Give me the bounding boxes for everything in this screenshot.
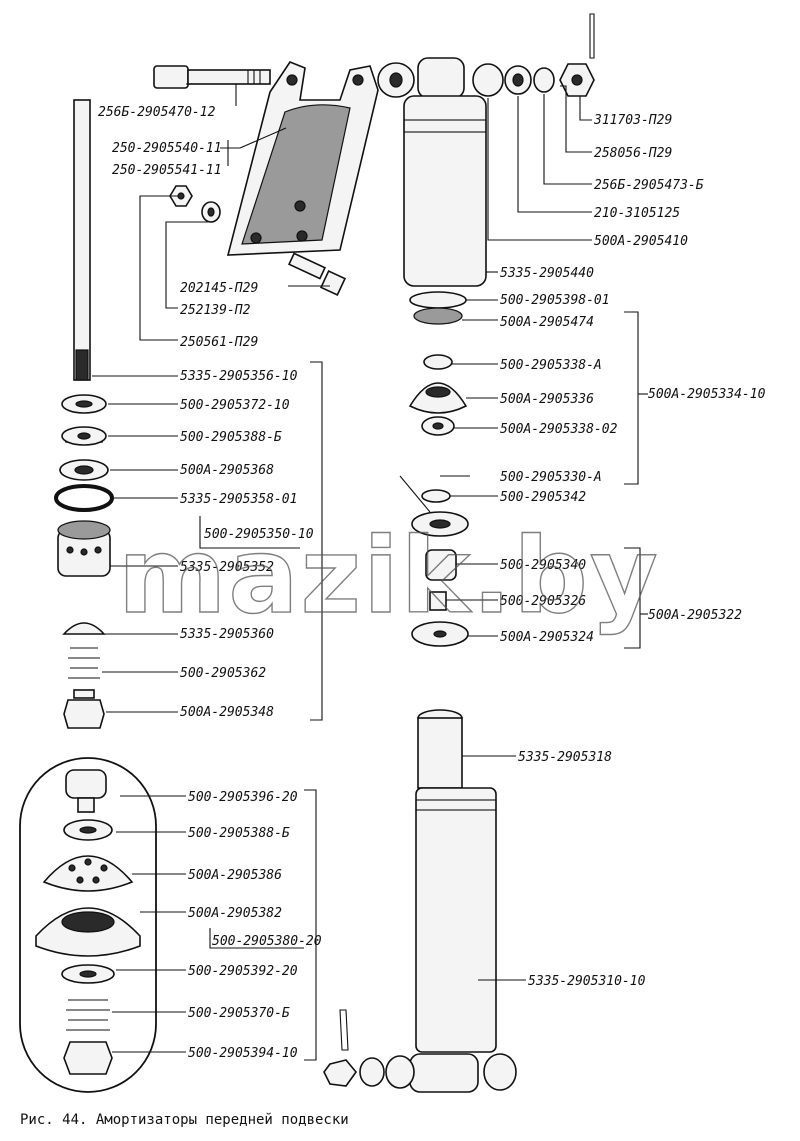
- figure-caption: Рис. 44. Амортизаторы передней подвески: [20, 1112, 349, 1128]
- inset-detail: [19, 757, 157, 1093]
- label-5335-2905358-01: 5335-2905358-01: [180, 492, 297, 507]
- label-500a-2905348: 500А-2905348: [180, 705, 274, 720]
- label-500a-2905382: 500А-2905382: [188, 906, 282, 921]
- label-5335-2905356-10: 5335-2905356-10: [180, 369, 298, 384]
- label-500-2905340: 500-2905340: [500, 558, 586, 573]
- label-500a-2905386: 500А-2905386: [188, 868, 282, 883]
- label-252139-p2: 252139-П2: [180, 303, 251, 318]
- label-202145-p29: 202145-П29: [180, 281, 258, 296]
- label-500-2905350-10: 500-2905350-10: [204, 527, 314, 542]
- label-256b-2905473-b: 256Б-2905473-Б: [594, 178, 704, 193]
- label-500a-2905338-02: 500А-2905338-02: [500, 422, 618, 437]
- label-500-2905380-20: 500-2905380-20: [212, 934, 322, 949]
- upper-shock: [377, 13, 595, 647]
- label-250561-p29: 250561-П29: [180, 335, 258, 350]
- lower-shock: [323, 709, 517, 1093]
- label-500-2905330-a: 500-2905330-А: [500, 470, 602, 485]
- label-5335-2905310-10: 5335-2905310-10: [528, 974, 646, 989]
- bolt-202145: [287, 252, 347, 297]
- bolt-256b: [153, 65, 271, 89]
- leader-lines: [92, 83, 648, 1061]
- rod-5335-2905356: [73, 99, 91, 381]
- label-5335-2905440: 5335-2905440: [500, 266, 594, 281]
- label-210-3105125: 210-3105125: [594, 206, 680, 221]
- label-256b-2905470-12: 256Б-2905470-12: [98, 105, 216, 120]
- label-500-2905370-b: 500-2905370-Б: [188, 1006, 290, 1021]
- label-500a-2905324: 500А-2905324: [500, 630, 594, 645]
- label-500-2905338-a: 500-2905338-А: [500, 358, 602, 373]
- label-500a-2905336: 500А-2905336: [500, 392, 594, 407]
- label-500-2905394-10: 500-2905394-10: [188, 1046, 298, 1061]
- label-500-2905398-01: 500-2905398-01: [500, 293, 610, 308]
- label-311703-p29: 311703-П29: [593, 113, 672, 128]
- label-258056-p29: 258056-П29: [594, 146, 672, 161]
- label-500-2905342: 500-2905342: [500, 490, 586, 505]
- label-500-2905388-b: 500-2905388-Б: [180, 430, 282, 445]
- label-500-2905362: 500-2905362: [180, 666, 266, 681]
- label-500a-2905474: 500А-2905474: [500, 315, 594, 330]
- label-250-2905541-11: 250-2905541-11: [112, 163, 222, 178]
- label-500a-2905322: 500А-2905322: [648, 608, 742, 623]
- left-stack-parts: [54, 394, 114, 729]
- label-500-2905396-20: 500-2905396-20: [188, 790, 298, 805]
- watermark: mazik.by: [118, 515, 660, 637]
- label-500-2905392-20: 500-2905392-20: [188, 964, 298, 979]
- label-5335-2905352: 5335-2905352: [180, 560, 274, 575]
- label-500-2905372-10: 500-2905372-10: [180, 398, 290, 413]
- washer-252139: [201, 201, 221, 223]
- label-500a-2905410: 500А-2905410: [594, 234, 688, 249]
- label-500-2905326: 500-2905326: [500, 594, 586, 609]
- label-250-2905540-11: 250-2905540-11: [112, 141, 222, 156]
- label-500a-2905368: 500А-2905368: [180, 463, 274, 478]
- label-500-2905388-b-2: 500-2905388-Б: [188, 826, 290, 841]
- label-5335-2905360: 5335-2905360: [180, 627, 274, 642]
- bracket-250: [226, 61, 379, 256]
- label-5335-2905318: 5335-2905318: [518, 750, 612, 765]
- label-500a-2905334-10: 500А-2905334-10: [648, 387, 766, 402]
